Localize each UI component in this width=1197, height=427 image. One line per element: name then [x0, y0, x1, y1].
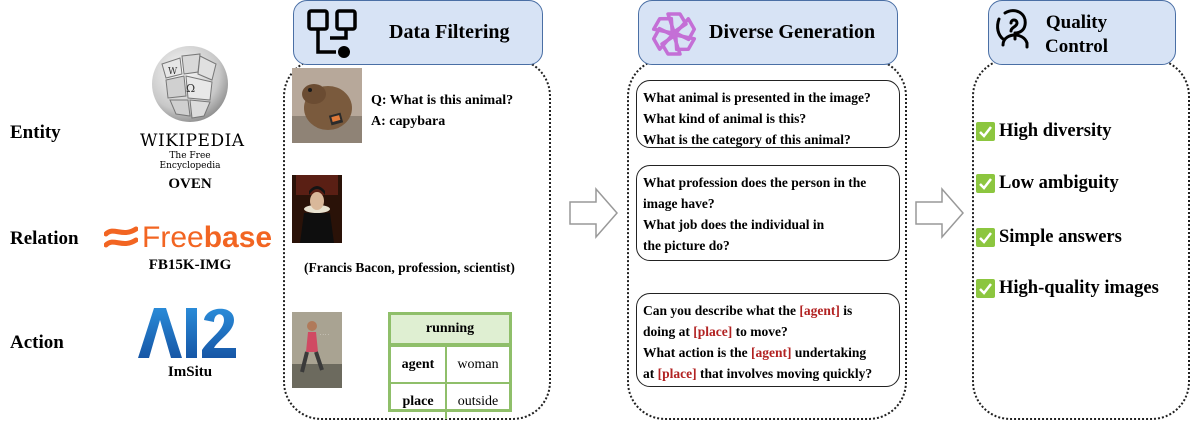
- role-row-agent: agent woman: [391, 345, 509, 382]
- wikipedia-title: WIKIPEDIA: [140, 131, 245, 151]
- checkmark-icon: [976, 228, 995, 247]
- generated-question: What is the category of this animal?: [643, 132, 851, 147]
- freebase-waves-icon: [104, 226, 138, 248]
- agent-placeholder: [agent]: [751, 345, 792, 360]
- role-value: woman: [457, 356, 499, 372]
- data-filtering-header: Data Filtering: [293, 0, 543, 65]
- source-imsitu: ImSitu: [167, 364, 213, 380]
- checkmark-icon: [976, 174, 995, 193]
- action-question-line-2: doing at [place] to move?: [643, 324, 788, 339]
- source-oven: OVEN: [168, 176, 212, 192]
- entity-question-box: What animal is presented in the image? W…: [636, 80, 900, 148]
- action-question-line-4: at [place] that involves moving quickly?: [643, 366, 873, 381]
- data-filtering-title: Data Filtering: [389, 21, 510, 43]
- runner-image: · · · ·: [292, 312, 342, 388]
- row-label-relation: Relation: [10, 228, 79, 249]
- flow-arrow-1: [569, 187, 618, 239]
- svg-text:Ω: Ω: [186, 82, 195, 95]
- relation-triple: (Francis Bacon, profession, scientist): [304, 260, 515, 275]
- entity-question: Q: What is this animal?: [371, 93, 514, 108]
- role-row-place: place outside: [391, 382, 509, 419]
- ai2-logo: [134, 302, 244, 362]
- action-question-line-3: What action is the [agent] undertaking: [643, 345, 867, 360]
- role-value: outside: [457, 393, 499, 409]
- place-placeholder: [place]: [657, 366, 697, 381]
- generated-question: image have?: [643, 196, 715, 211]
- role-name: place: [391, 384, 447, 419]
- openai-knot-icon: [651, 12, 697, 56]
- checkmark-icon: [976, 122, 995, 141]
- flow-arrow-2: [915, 187, 964, 239]
- filter-flow-icon: [307, 9, 357, 58]
- wikipedia-globe-icon: Ω W: [152, 46, 228, 122]
- ai2-logo-icon: [138, 308, 236, 358]
- quality-item: Simple answers: [976, 227, 1122, 248]
- generated-question: What profession does the person in the: [643, 175, 867, 190]
- action-question-box: Can you describe what the [agent] is doi…: [636, 293, 900, 387]
- capybara-image: [292, 68, 362, 143]
- wikipedia-logo: Ω W WIKIPEDIA The Free Encyclopedia: [140, 38, 245, 171]
- quality-item: High-quality images: [976, 278, 1159, 299]
- quality-control-header: Quality Control: [988, 0, 1176, 65]
- role-table-verb: running: [391, 315, 509, 345]
- generated-question: What kind of animal is this?: [643, 111, 807, 126]
- relation-question-box: What profession does the person in the i…: [636, 165, 900, 261]
- agent-placeholder: [agent]: [799, 303, 840, 318]
- row-label-entity: Entity: [10, 122, 61, 143]
- action-question-line-1: Can you describe what the [agent] is: [643, 303, 853, 318]
- place-placeholder: [place]: [693, 324, 733, 339]
- generated-question: the picture do?: [643, 238, 730, 253]
- diverse-generation-title: Diverse Generation: [709, 21, 876, 43]
- diverse-generation-header: Diverse Generation: [638, 0, 898, 65]
- svg-text:W: W: [168, 67, 178, 77]
- wikipedia-subtitle: The Free Encyclopedia: [159, 151, 221, 171]
- user-voice-icon: [996, 9, 1029, 49]
- action-role-table: running agent woman place outside: [388, 312, 512, 419]
- freebase-word-b: base: [203, 221, 273, 254]
- francis-bacon-portrait: [292, 175, 342, 243]
- checkmark-icon: [976, 279, 995, 298]
- source-fb15k: FB15K-IMG: [148, 257, 232, 273]
- row-label-action: Action: [10, 332, 64, 353]
- quality-item: Low ambiguity: [976, 173, 1119, 194]
- quality-item: High diversity: [976, 121, 1112, 142]
- svg-text:· · · ·: · · · ·: [320, 332, 329, 337]
- generated-question: What job does the individual in: [643, 217, 825, 232]
- role-name: agent: [391, 347, 447, 382]
- freebase-word-a: Free: [142, 221, 204, 254]
- quality-control-title: Quality Control: [1045, 12, 1108, 57]
- generated-question: What animal is presented in the image?: [643, 90, 871, 105]
- entity-answer: A: capybara: [371, 114, 446, 129]
